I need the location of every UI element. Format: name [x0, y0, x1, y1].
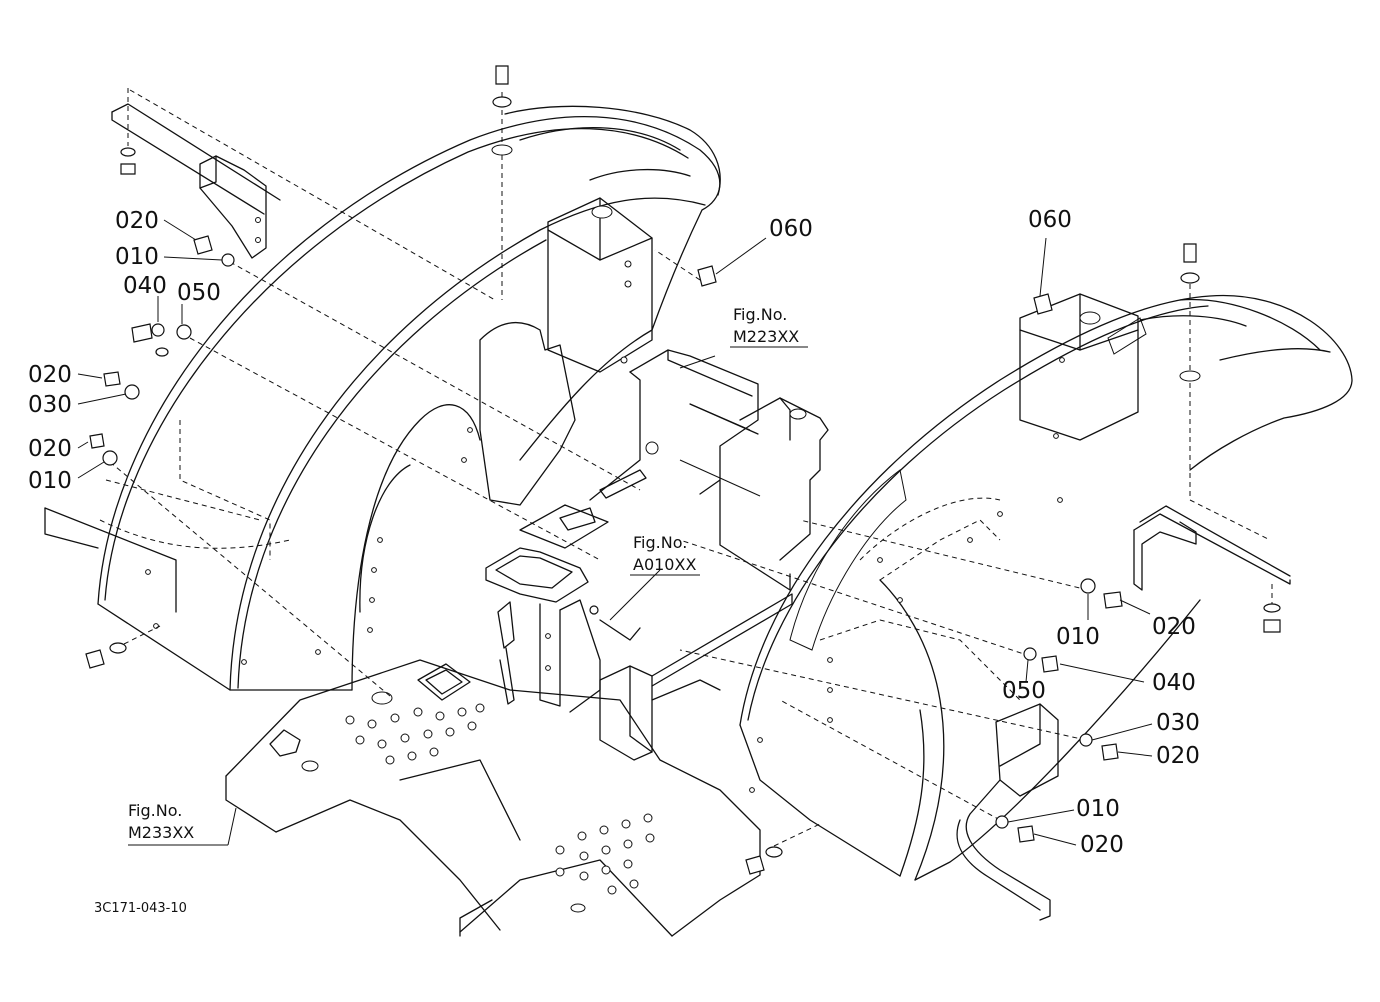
- right-step-bracket: [956, 703, 1059, 921]
- center-lever-assembly: [485, 547, 641, 713]
- figure-ref-label: Fig.No.: [128, 801, 182, 820]
- callout-060: 060: [1028, 207, 1072, 233]
- center-step-support: [599, 593, 793, 761]
- callout-020: 020: [1080, 832, 1124, 858]
- fasteners: [85, 65, 1201, 875]
- callout-050: 050: [1002, 678, 1046, 704]
- callout-010: 010: [1076, 796, 1120, 822]
- callout-020: 020: [1152, 614, 1196, 640]
- right-fender: [739, 293, 1353, 881]
- floor-perforations: [345, 703, 655, 895]
- callout-labels: 020 010 040 050 020 030 020 010 060 060 …: [28, 207, 1200, 858]
- center-step-panel: [519, 349, 829, 591]
- callout-020: 020: [1156, 743, 1200, 769]
- left-rear-bracket: [111, 88, 496, 301]
- figure-reference-m233: Fig.No. M233XX: [128, 801, 194, 842]
- callout-040: 040: [123, 273, 167, 299]
- figure-reference-m223: Fig.No. M223XX: [730, 305, 808, 348]
- figure-ref-code: M223XX: [733, 327, 799, 346]
- callout-050: 050: [177, 280, 221, 306]
- callout-020: 020: [115, 208, 159, 234]
- leader-lines: [77, 219, 1153, 846]
- callout-020: 020: [28, 362, 72, 388]
- floor-plate: [225, 659, 761, 937]
- callout-010: 010: [28, 468, 72, 494]
- right-rear-bracket: [1133, 505, 1291, 633]
- figure-ref-code: M233XX: [128, 823, 194, 842]
- left-fender: [44, 105, 721, 691]
- figure-ref-label: Fig.No.: [633, 533, 687, 552]
- callout-040: 040: [1152, 670, 1196, 696]
- assembly-lines: [105, 92, 1271, 847]
- callout-030: 030: [28, 392, 72, 418]
- drawing-code: 3C171-043-10: [94, 901, 187, 916]
- figure-ref-code: A010XX: [633, 555, 696, 574]
- callout-010: 010: [1056, 624, 1100, 650]
- callout-010: 010: [115, 244, 159, 270]
- figure-ref-label: Fig.No.: [733, 305, 787, 324]
- figure-reference-a010: Fig.No. A010XX: [630, 533, 700, 576]
- callout-020: 020: [28, 436, 72, 462]
- callout-030: 030: [1156, 710, 1200, 736]
- callout-060: 060: [769, 216, 813, 242]
